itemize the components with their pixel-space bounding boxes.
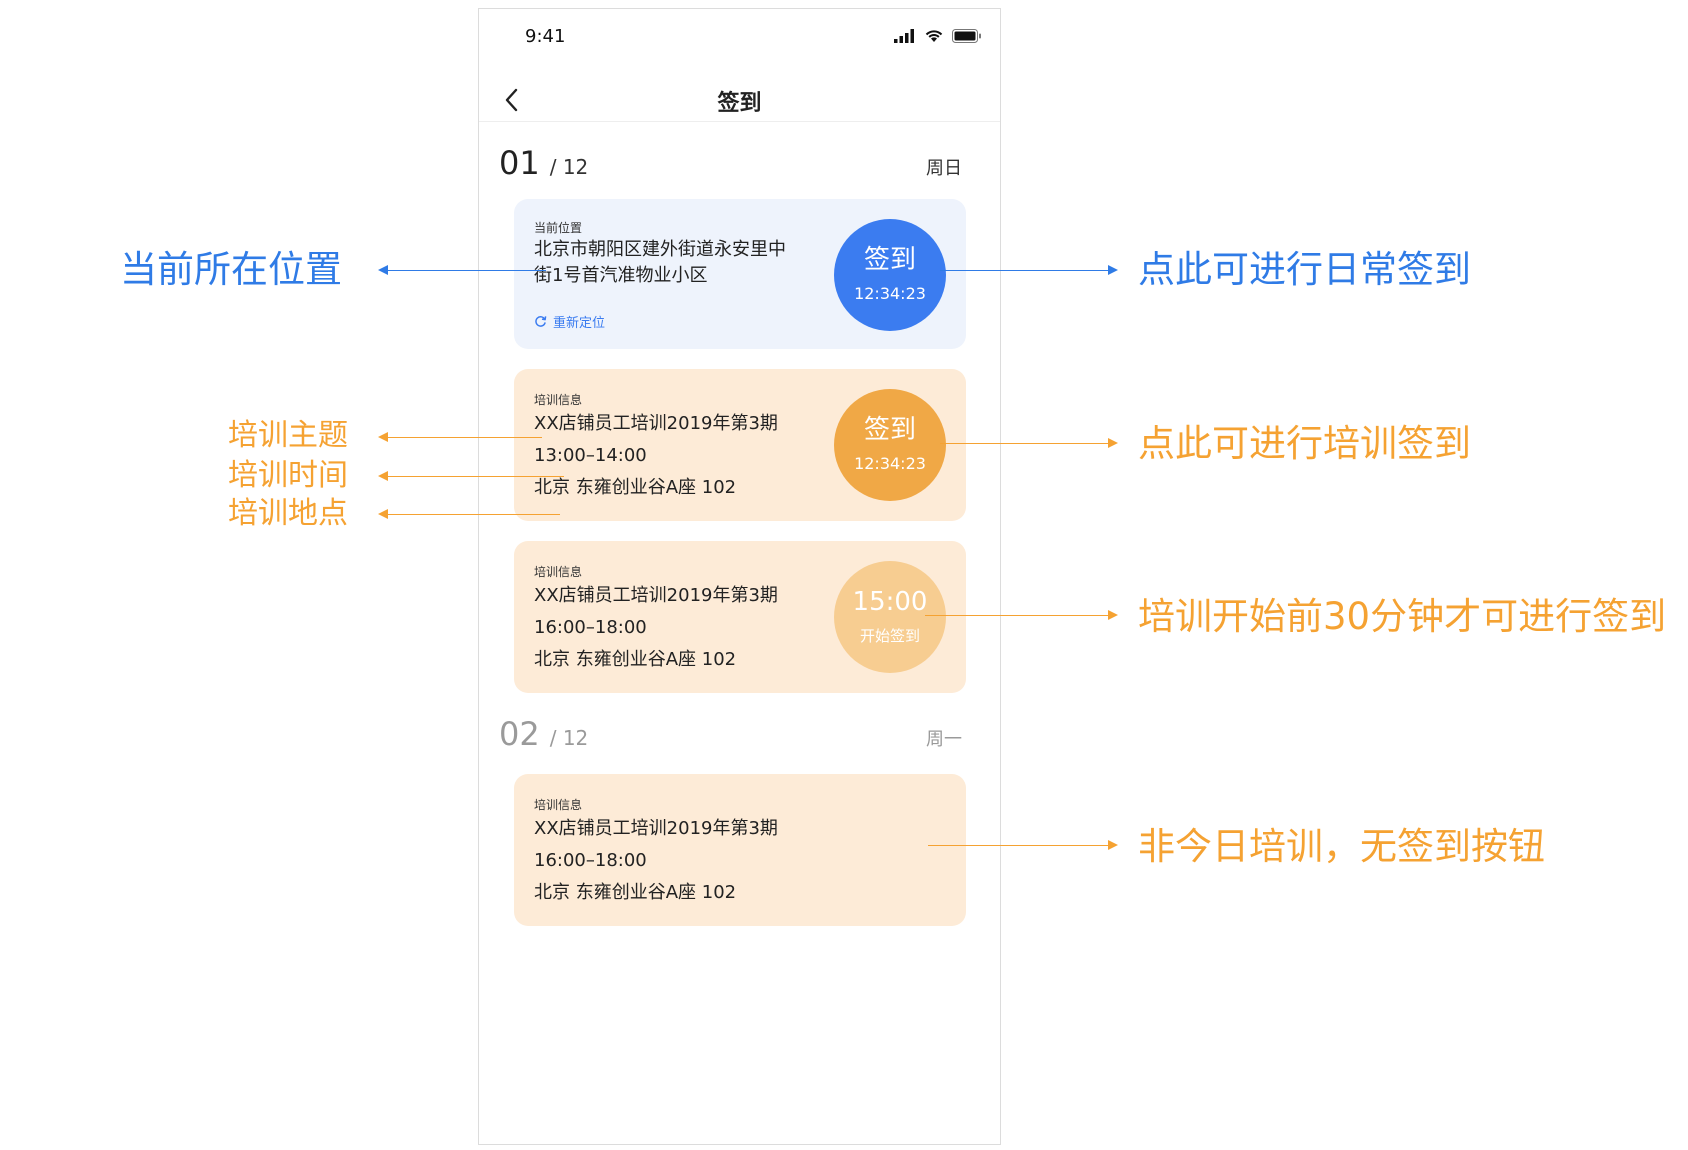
date-day: 02 (499, 715, 540, 753)
date-month: / 12 (549, 155, 589, 179)
date-weekday: 周一 (926, 729, 962, 750)
date-header-day1: 01 / 12 周日 (499, 144, 962, 182)
arrow-right-30min (1108, 610, 1118, 620)
daily-checkin-button[interactable]: 签到 12:34:23 (834, 219, 946, 331)
training-label: 培训信息 (534, 565, 583, 579)
annotation-training-time: 培训时间 (228, 458, 348, 493)
arrow-right-no-button (1108, 840, 1118, 850)
date-header-day2: 02 / 12 周一 (499, 715, 962, 753)
leader-line-daily (940, 270, 1108, 271)
status-time: 9:41 (525, 26, 566, 47)
daily-checkin-time: 12:34:23 (854, 284, 926, 303)
location-address-line2: 街1号首汽准物业小区 (534, 265, 708, 286)
annotation-no-button: 非今日培训，无签到按钮 (1138, 825, 1545, 868)
annotation-daily-checkin: 点此可进行日常签到 (1138, 248, 1471, 291)
training-place: 北京 东雍创业谷A座 102 (534, 882, 737, 903)
arrow-left-location (378, 265, 388, 275)
training-place: 北京 东雍创业谷A座 102 (534, 649, 737, 670)
training-card-3: 培训信息 XX店铺员工培训2019年第3期 16:00–18:00 北京 东雍创… (514, 774, 966, 926)
training-time: 16:00–18:00 (534, 617, 647, 638)
page-title: 签到 (717, 91, 762, 116)
training-checkin-title: 签到 (863, 415, 916, 445)
leader-line-place (388, 514, 560, 515)
arrow-right-daily (1108, 265, 1118, 275)
checkin-start-time: 15:00 (852, 587, 928, 617)
annotation-training-topic: 培训主题 (228, 418, 348, 453)
checkin-start-label: 开始签到 (859, 627, 920, 645)
date-day: 01 (499, 144, 540, 182)
relocate-button[interactable]: 重新定位 (534, 312, 605, 331)
training-place: 北京 东雍创业谷A座 102 (534, 477, 737, 498)
wifi-icon (925, 30, 943, 42)
training-time: 13:00–14:00 (534, 445, 647, 466)
training-label: 培训信息 (534, 393, 583, 407)
status-icons (894, 29, 982, 43)
training-topic: XX店铺员工培训2019年第3期 (534, 585, 778, 606)
training-checkin-button[interactable]: 签到 12:34:23 (834, 389, 946, 501)
leader-line-time (388, 476, 564, 477)
training-card-2: 培训信息 XX店铺员工培训2019年第3期 16:00–18:00 北京 东雍创… (514, 541, 966, 693)
arrow-right-training (1108, 438, 1118, 448)
arrow-left-topic (378, 432, 388, 442)
date-month: / 12 (549, 726, 589, 750)
nav-divider (479, 121, 1000, 122)
refresh-icon (535, 316, 547, 327)
leader-line-training (940, 443, 1108, 444)
training-time: 16:00–18:00 (534, 850, 647, 871)
phone-frame: 9:41 签到 01 / 12 周日 (478, 8, 1001, 1145)
date-weekday: 周日 (926, 158, 962, 179)
training-checkin-time: 12:34:23 (854, 454, 926, 473)
annotation-checkin-30min: 培训开始前30分钟才可进行签到 (1138, 595, 1667, 638)
leader-line-30min (925, 615, 1108, 616)
leader-line-location (388, 270, 546, 271)
training-label: 培训信息 (534, 798, 583, 812)
back-button[interactable] (497, 81, 525, 119)
battery-icon (952, 29, 981, 43)
annotation-training-place: 培训地点 (228, 496, 348, 531)
arrow-left-place (378, 509, 388, 519)
relocate-label: 重新定位 (553, 316, 606, 331)
location-label: 当前位置 (534, 221, 583, 235)
signal-icon (894, 29, 914, 43)
training-card-1: 培训信息 XX店铺员工培训2019年第3期 13:00–14:00 北京 东雍创… (514, 369, 966, 521)
training-topic: XX店铺员工培训2019年第3期 (534, 818, 778, 839)
chevron-left-icon (505, 88, 518, 112)
leader-line-topic (388, 437, 542, 438)
annotation-current-location: 当前所在位置 (120, 248, 342, 291)
daily-checkin-title: 签到 (863, 245, 916, 275)
training-checkin-pending-button[interactable]: 15:00 开始签到 (834, 561, 946, 673)
leader-line-no-button (928, 845, 1108, 846)
location-card: 当前位置 北京市朝阳区建外街道永安里中 街1号首汽准物业小区 重新定位 签到 1… (514, 199, 966, 349)
location-address-line1: 北京市朝阳区建外街道永安里中 (534, 239, 786, 260)
arrow-left-time (378, 471, 388, 481)
annotation-training-checkin: 点此可进行培训签到 (1138, 422, 1471, 465)
training-topic: XX店铺员工培训2019年第3期 (534, 413, 778, 434)
